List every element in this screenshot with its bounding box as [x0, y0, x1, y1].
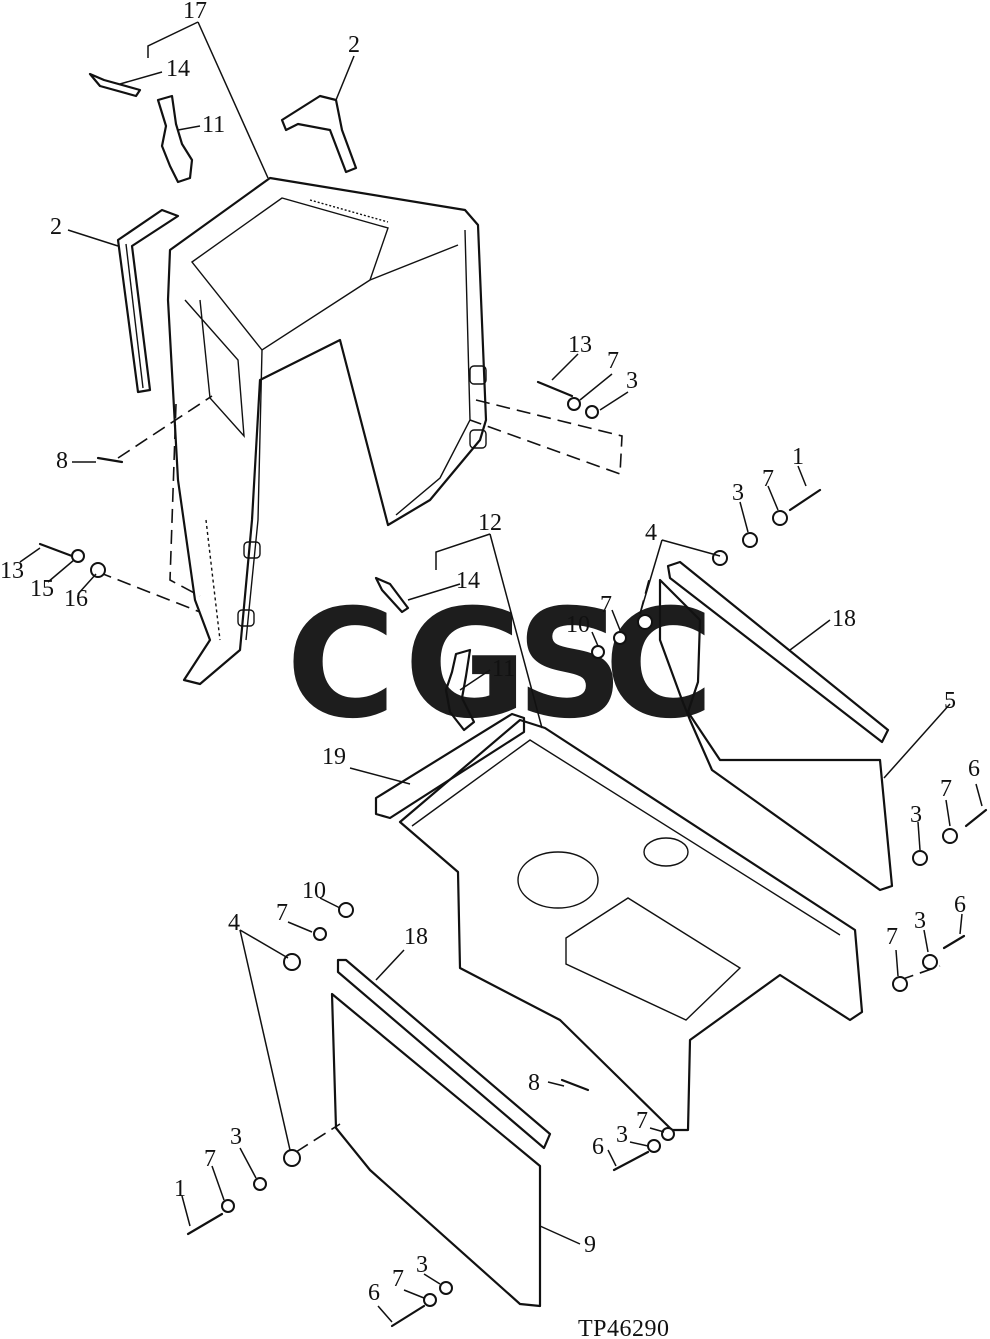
callout-6-bottom: 6 [368, 1280, 380, 1306]
callout-7-lower: 7 [276, 900, 288, 926]
callout-labels: 17 2 14 11 2 13 7 3 8 1 7 3 13 15 16 12 … [0, 0, 980, 1306]
callout-7-middle: 7 [600, 592, 612, 618]
callout-13-left: 13 [0, 558, 24, 584]
callout-14-top: 14 [166, 56, 190, 82]
pin-upper [88, 72, 142, 98]
callout-7-upper: 7 [762, 466, 774, 492]
callout-2-left: 2 [50, 214, 62, 240]
callout-7-bottom-right: 7 [636, 1108, 648, 1134]
assembly-lines [97, 395, 941, 1153]
callout-7-bottom: 7 [392, 1266, 404, 1292]
side-seal-right [280, 94, 358, 174]
callout-10-upper: 10 [566, 612, 590, 638]
callout-7-right-upper: 7 [940, 776, 952, 802]
callout-11-top: 11 [202, 112, 225, 138]
side-panel-left [330, 992, 542, 1308]
seal-18-right [666, 560, 890, 744]
callout-16: 16 [64, 586, 88, 612]
callout-5: 5 [944, 688, 956, 714]
side-panel-right [658, 578, 894, 892]
platform-floor [398, 718, 864, 1132]
callout-2-top: 2 [348, 32, 360, 58]
latch-upper [156, 94, 194, 184]
callout-3-right-lower: 3 [914, 908, 926, 934]
callout-3-right-upper: 3 [910, 802, 922, 828]
bar-19 [374, 712, 526, 820]
callout-1-bottom-left: 1 [174, 1176, 186, 1202]
callout-9: 9 [584, 1232, 596, 1258]
callout-7-right-lower: 7 [886, 924, 898, 950]
figure-id: TP46290 [578, 1316, 670, 1339]
seal-18-left [336, 958, 552, 1150]
cowl-assembly [166, 176, 488, 686]
pin-middle [374, 576, 410, 614]
leader-lines [19, 21, 983, 1323]
callout-10-lower: 10 [302, 878, 326, 904]
callout-6-right-lower: 6 [954, 892, 966, 918]
callout-12: 12 [478, 510, 502, 536]
callout-3-upper: 3 [732, 480, 744, 506]
callout-11-middle: 11 [492, 656, 515, 682]
callout-6-bottom-right: 6 [592, 1134, 604, 1160]
hardware [38, 380, 988, 1328]
callout-13-right: 13 [568, 332, 592, 358]
side-seal-left [116, 208, 180, 394]
callout-8-upper: 8 [56, 448, 68, 474]
callout-6-right-upper: 6 [968, 756, 980, 782]
callout-4-lower: 4 [228, 910, 240, 936]
callout-3-bottom-right: 3 [616, 1122, 628, 1148]
callout-3-bottom: 3 [416, 1252, 428, 1278]
callout-19: 19 [322, 744, 346, 770]
watermark-letter-s: S [516, 578, 624, 752]
callout-4-upper: 4 [645, 520, 657, 546]
callout-7-right: 7 [607, 348, 619, 374]
callout-17: 17 [183, 0, 207, 24]
callout-7-bottom-left: 7 [204, 1146, 216, 1172]
callout-15: 15 [30, 576, 54, 602]
callout-3-bottom-left: 3 [230, 1124, 242, 1150]
latch-middle [444, 648, 476, 732]
watermark-letter-c1: C [286, 578, 396, 752]
callout-1-upper: 1 [792, 444, 804, 470]
callout-8-lower: 8 [528, 1070, 540, 1096]
callout-3-right: 3 [626, 368, 638, 394]
watermark-letter-g: G [404, 578, 527, 752]
callout-14-middle: 14 [456, 568, 480, 594]
callout-18-right: 18 [832, 606, 856, 632]
callout-18-left: 18 [404, 924, 428, 950]
